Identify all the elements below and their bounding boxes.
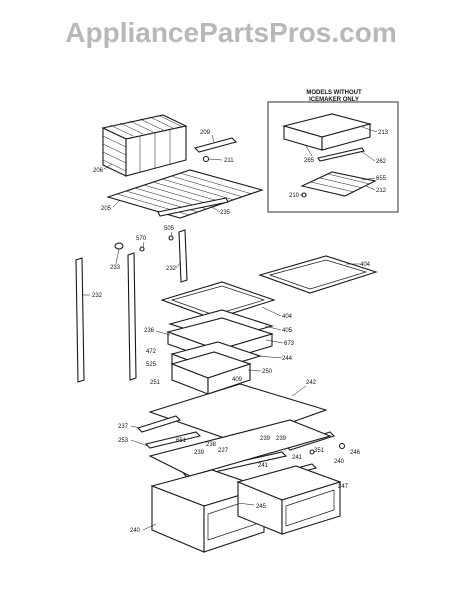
label-409: 409 — [232, 377, 243, 383]
label-233: 233 — [110, 265, 121, 271]
inset-title-line2: ICEMAKER ONLY — [309, 97, 359, 103]
label-250: 250 — [262, 369, 273, 375]
crisper-drawer-right — [236, 465, 342, 535]
label-253: 253 — [118, 438, 129, 444]
label-213: 213 — [378, 130, 389, 136]
rail-235 — [157, 197, 229, 217]
label-232a: 232 — [166, 266, 177, 272]
label-405: 405 — [282, 328, 293, 334]
clip-246 — [309, 442, 346, 455]
glass-shelf-404a — [258, 255, 378, 294]
label-655: 655 — [376, 176, 387, 182]
part-labels: 206 209 211 205 235 213 265 262 655 210 … — [92, 130, 389, 534]
label-404b: 404 — [282, 314, 293, 320]
label-239c: 239 — [194, 450, 205, 456]
cover-glass-242 — [148, 383, 328, 443]
label-262: 262 — [376, 159, 387, 165]
crisper-drawer-left — [150, 469, 266, 553]
label-246: 246 — [350, 450, 361, 456]
label-265: 265 — [304, 158, 315, 164]
label-235: 235 — [220, 210, 231, 216]
label-210: 210 — [289, 193, 300, 199]
label-240a: 240 — [130, 528, 141, 534]
label-209: 209 — [200, 130, 211, 136]
label-212: 212 — [376, 188, 387, 194]
wire-basket-206 — [101, 114, 188, 177]
label-251: 251 — [150, 380, 161, 386]
upright-232b — [178, 229, 188, 283]
glass-shelf-404b — [160, 281, 276, 320]
label-241a: 241 — [258, 463, 269, 469]
label-237: 237 — [118, 424, 129, 430]
label-206: 206 — [93, 168, 104, 174]
wire-shelf-205 — [106, 169, 264, 219]
inset-box: MODELS WITHOUT ICEMAKER ONLY — [267, 90, 399, 213]
label-227: 227 — [218, 448, 229, 454]
label-505: 505 — [164, 226, 175, 232]
upright-233 — [127, 252, 137, 381]
long-rail-232 — [75, 257, 85, 383]
label-245: 245 — [256, 504, 267, 510]
inset-title-line1: MODELS WITHOUT — [306, 90, 362, 96]
screw-211 — [202, 155, 210, 163]
label-240b: 240 — [334, 459, 345, 465]
label-238: 238 — [206, 442, 217, 448]
leader-lines — [82, 126, 378, 531]
label-404a: 404 — [360, 262, 371, 268]
label-673: 673 — [284, 341, 295, 347]
label-247: 247 — [338, 484, 349, 490]
label-242: 242 — [306, 380, 317, 386]
drawer-250 — [170, 351, 252, 395]
label-205: 205 — [101, 206, 112, 212]
label-244: 244 — [282, 356, 293, 362]
label-239b: 239 — [276, 436, 287, 442]
label-525: 525 — [146, 362, 157, 368]
knob-570 — [114, 242, 145, 252]
label-232b: 232 — [92, 293, 103, 299]
label-651: 651 — [176, 438, 187, 444]
label-570: 570 — [136, 236, 147, 242]
cover-frame — [148, 419, 332, 477]
pin-505 — [168, 235, 174, 241]
label-472: 472 — [146, 349, 157, 355]
label-211: 211 — [224, 158, 234, 164]
watermark: AppliancePartsPros.com — [65, 17, 396, 48]
label-236: 236 — [144, 328, 155, 334]
bar-209 — [193, 137, 238, 153]
label-239a: 239 — [260, 436, 271, 442]
label-351: 351 — [314, 448, 325, 454]
label-241b: 241 — [292, 455, 303, 461]
